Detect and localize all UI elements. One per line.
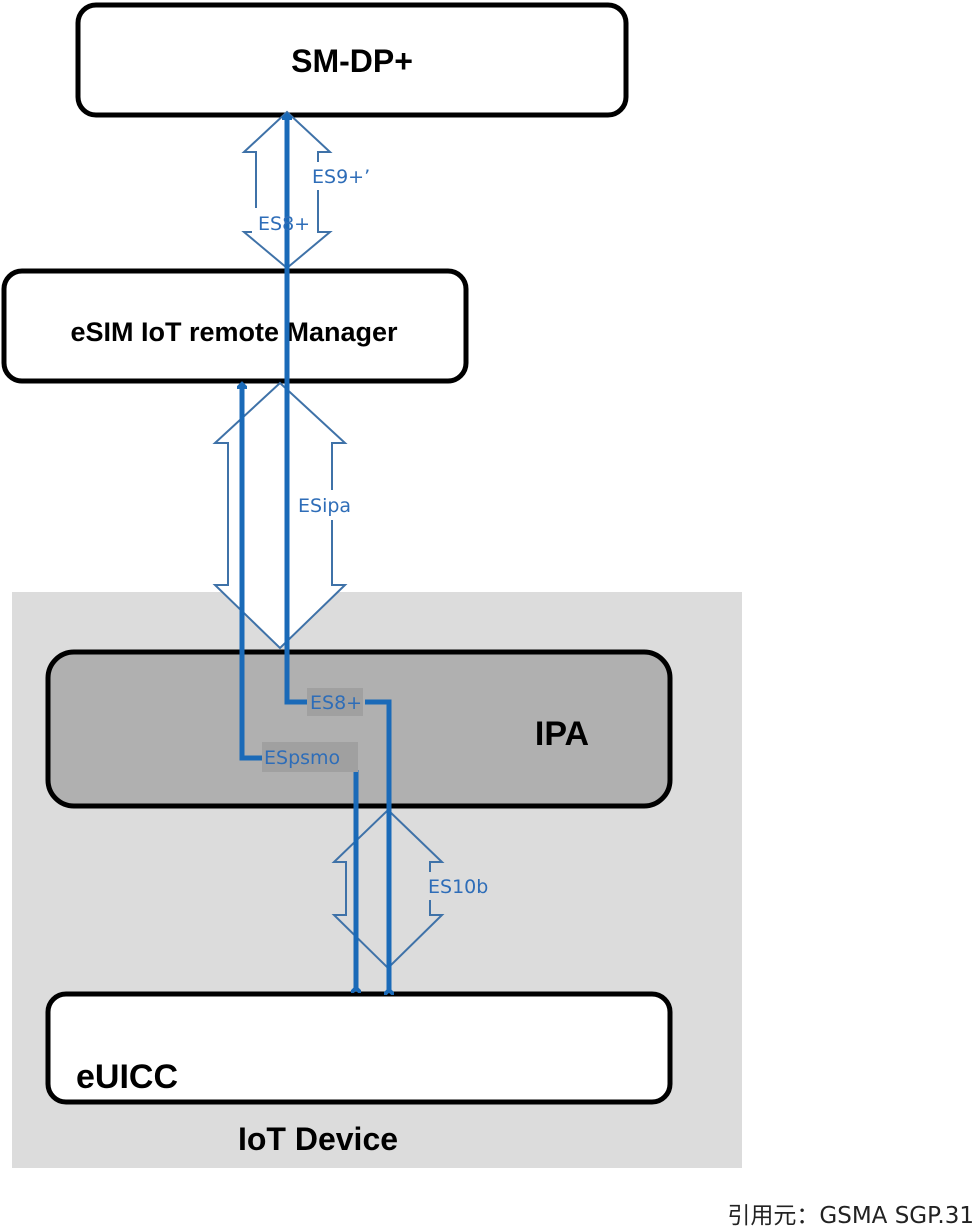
espsmo-flow-line-upper xyxy=(242,384,262,761)
source-caption: 引用元：GSMA SGP.31 xyxy=(727,1203,974,1229)
es10b-label: ES10b xyxy=(428,876,488,898)
esipa-hollow-arrow xyxy=(212,381,348,650)
smdp-node: SM-DP+ xyxy=(75,2,629,118)
eim-node: eSIM IoT remote Manager xyxy=(1,268,469,384)
euicc-node: eUICC xyxy=(45,991,673,1105)
euicc-label: eUICC xyxy=(76,1058,178,1096)
es8-flow-line-upper xyxy=(287,115,307,705)
espsmo-label: ESpsmo xyxy=(264,747,340,769)
iot-device-label: IoT Device xyxy=(238,1121,398,1157)
es9-label: ES9+’ xyxy=(312,166,370,188)
es8-top-label: ES8+ xyxy=(258,213,310,235)
eim-label: eSIM IoT remote Manager xyxy=(70,317,398,347)
ipa-node: IPA xyxy=(45,649,673,809)
smdp-label: SM-DP+ xyxy=(291,43,413,79)
esipa-label: ESipa xyxy=(298,495,351,517)
es8-ipa-label: ES8+ xyxy=(310,692,362,714)
es8-flow-line xyxy=(365,699,389,990)
ipa-label: IPA xyxy=(535,715,589,753)
